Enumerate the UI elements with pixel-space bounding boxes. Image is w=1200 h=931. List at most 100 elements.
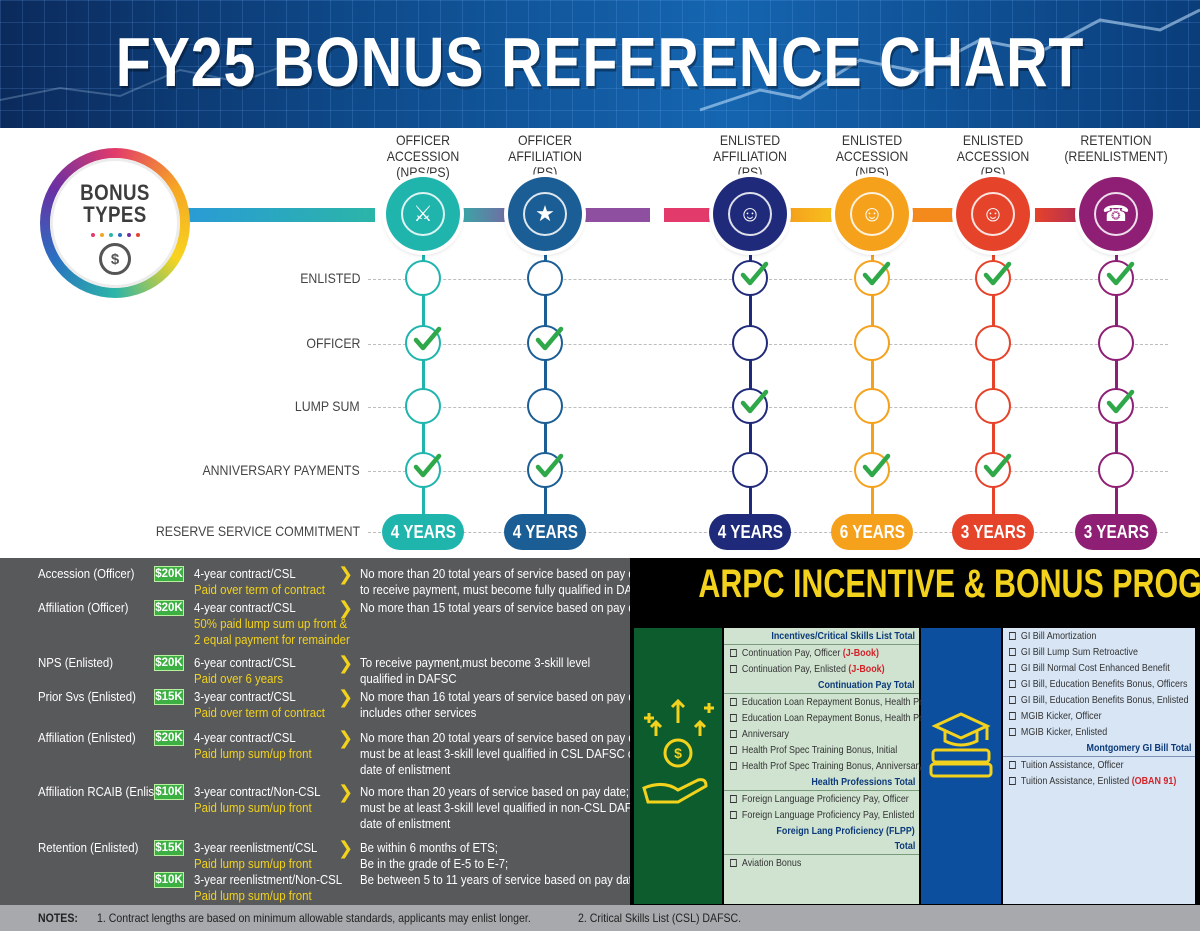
column-header-4: ENLISTED ACCESSION(PS) [936,132,1050,180]
contract-line: 3-year contract/CSL [194,689,296,704]
matrix-node [732,325,768,361]
contract-line: 3-year contract/Non-CSL [194,784,321,799]
officer-affiliation-icon-glyph: ★ [523,192,567,236]
checkmark-icon [740,389,769,414]
bonus-amount: $10K [154,784,184,800]
requirement-line: date of enlistment [360,762,451,777]
arpc-title: ARPC INCENTIVE & BONUS PROGRAMS [698,562,1200,606]
item-text: Foreign Language Proficiency Pay, Enlist… [741,809,915,821]
requirement-line: To receive payment,must become 3-skill l… [360,655,591,670]
bonus-types-line1: BONUS [80,180,150,205]
item-tag: (J-Book) [848,663,885,675]
commitment-years: 4 YEARS [717,521,783,542]
dollar-coin-icon: $ [99,243,131,275]
chevron-right-icon: ❯ [338,728,354,748]
bonus-amount: $15K [154,689,184,705]
payment-line: Paid over 6 years [194,671,284,686]
header-banner: FY25 BONUS REFERENCE CHART [0,0,1200,128]
column-subtitle: (PS) [532,164,558,180]
notes-label: NOTES: [38,911,78,925]
item-tag: (OBAN 91) [1131,775,1177,787]
list-item: Health Prof Spec Training Bonus, Anniver… [730,760,923,772]
checkmark-icon [862,261,891,286]
section-divider [1003,756,1195,757]
matrix-node [975,260,1012,296]
list-item: Foreign Language Proficiency Pay, Office… [730,793,909,805]
item-text: GI Bill Amortization [1020,630,1097,642]
item-text: Health Prof Spec Training Bonus, Initial [741,744,898,756]
column-subtitle: (PS) [737,164,763,180]
list-item: GI Bill Amortization [1009,630,1096,642]
row-label-2: LUMP SUM [295,398,360,414]
requirement-line: to receive payment, must become fully qu… [360,582,656,597]
requirement-line: Be within 6 months of ETS; [360,840,498,855]
program-name: Accession (Officer) [38,566,135,581]
column-line [748,248,752,518]
enlisted-accession-ps-icon: ☺ [956,177,1030,251]
matrix-node [732,260,769,296]
notes-bar: NOTES: 1. Contract lengths are based on … [0,905,1200,931]
list-item: GI Bill Lump Sum Retroactive [1009,646,1138,658]
chevron-right-icon: ❯ [338,782,354,802]
checkmark-icon [535,453,564,478]
gi-bill-list: GI Bill Amortization GI Bill Lump Sum Ret… [1003,628,1195,904]
item-text: Foreign Language Proficiency Pay, Office… [741,793,909,805]
section-heading: Continuation Pay Total [818,679,915,691]
row-label-4: RESERVE SERVICE COMMITMENT [155,523,360,539]
matrix-node [732,388,769,424]
officer-affiliation-icon: ★ [508,177,582,251]
list-item: GI Bill, Education Benefits Bonus, Offic… [1009,678,1188,690]
section-heading: Incentives/Critical Skills List Total [771,630,915,642]
bonus-program-details: Accession (Officer) $20K 4-year contract/C… [0,558,655,905]
row-divider [368,344,1168,345]
matrix-node [854,325,890,361]
graduation-books-icon [929,712,993,778]
item-text: Education Loan Repayment Bonus, Health P… [741,696,956,708]
bonus-amount: $20K [154,730,184,746]
list-item: Continuation Pay, Enlisted (J-Book) [730,663,885,675]
column-header-0: OFFICER ACCESSION(NPS/PS) [366,132,480,180]
program-name: Prior Svs (Enlisted) [38,689,136,704]
enlisted-accession-nps-icon-glyph: ☺ [850,192,894,236]
commitment-badge: 3 YEARS [1075,514,1157,550]
chevron-right-icon: ❯ [338,838,354,858]
matrix-node [975,452,1012,488]
list-item: Tuition Assistance, Officer [1009,759,1124,771]
list-item: Anniversary [730,728,789,740]
chevron-right-icon: ❯ [338,598,354,618]
contract-line: 3-year reenlistment/CSL [194,840,318,855]
row-label-0: ENLISTED [299,270,360,286]
checkmark-icon [862,453,891,478]
matrix-node [527,325,564,361]
payment-line: Paid lump sum/up front [194,856,312,871]
column-subtitle: (NPS/PS) [396,164,450,180]
program-name: Retention (Enlisted) [38,840,139,855]
commitment-badge: 6 YEARS [831,514,913,550]
payment-line: 50% paid lump sum up front & [194,616,348,631]
matrix-node [527,452,564,488]
bonus-types-badge: BONUS TYPES $ [40,148,190,298]
requirements: No more than 20 total years of service b… [360,730,654,778]
contract-line: 4-year contract/CSL [194,566,296,581]
section-heading: Montgomery GI Bill Total [1086,742,1191,754]
payment-line: Paid over term of contract [194,705,325,720]
requirements: No more than 20 years of service based o… [360,784,648,832]
column-header-1: OFFICER AFFILIATION(PS) [488,132,602,180]
payment-line: Paid over term of contract [194,582,325,597]
program-name: NPS (Enlisted) [38,655,114,670]
commitment-years: 3 YEARS [960,521,1026,542]
requirement-line: No more than 20 total years of service b… [360,566,654,581]
column-line [870,248,874,518]
matrix-node [405,388,441,424]
matrix-node [405,260,441,296]
contract-line: 4-year contract/CSL [194,730,296,745]
item-text: GI Bill Lump Sum Retroactive [1020,646,1138,658]
requirement-line: includes other services [360,705,477,720]
section-divider [724,854,919,855]
commitment-badge: 4 YEARS [709,514,791,550]
money-hand-icon: $ [642,698,714,804]
